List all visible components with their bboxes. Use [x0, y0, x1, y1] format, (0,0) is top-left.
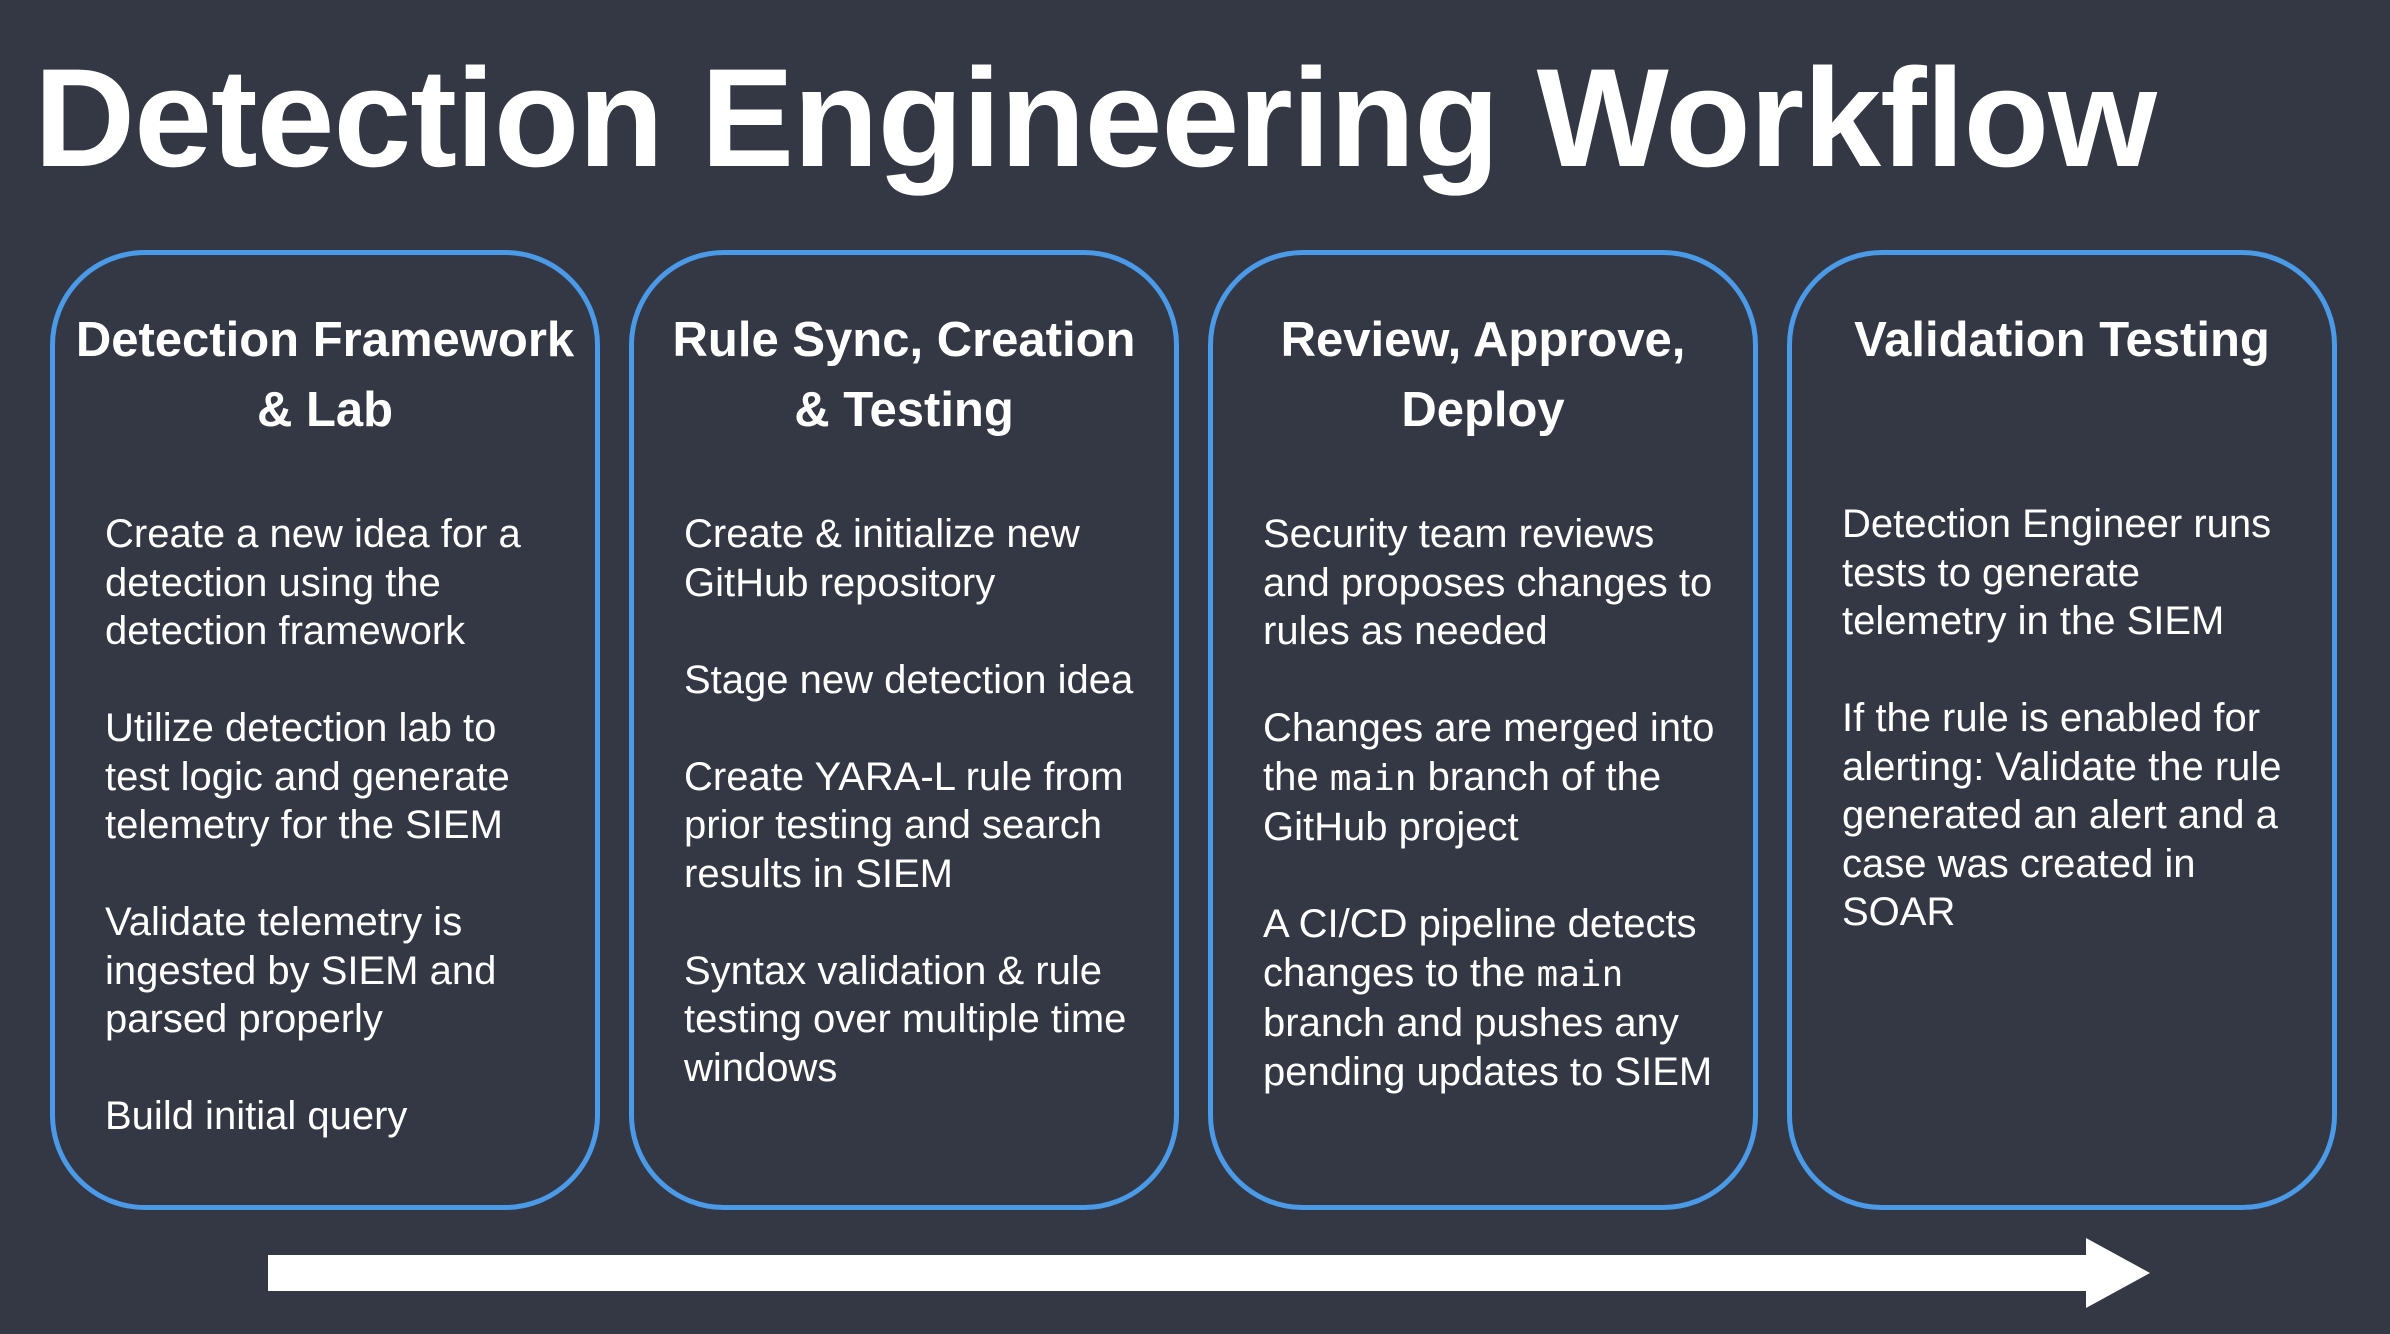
stage-item: Changes are merged into the main branch …: [1263, 704, 1725, 852]
stage-item: Security team reviews and proposes chang…: [1263, 512, 1713, 653]
stage-item: Stage new detection idea: [684, 657, 1134, 702]
stage-heading: Rule Sync, Creation & Testing: [672, 313, 1136, 437]
stage-body: Create & initialize new GitHub repositor…: [684, 510, 1146, 1141]
code-term: main: [1329, 757, 1417, 799]
page-title: Detection Engineering Workflow: [34, 39, 2157, 196]
stage-item: Create & initialize new GitHub repositor…: [684, 512, 1080, 605]
stage-item-text: branch and pushes any pending updates to…: [1263, 1001, 1713, 1094]
code-term: main: [1536, 953, 1624, 995]
stage-item: Syntax validation & rule testing over mu…: [684, 948, 1127, 1090]
stage-item: If the rule is enabled for alerting: Val…: [1842, 696, 2282, 934]
stage-card-detection-framework: Detection Framework & Lab Create a new i…: [50, 250, 600, 1210]
stage-item-text: A CI/CD pipeline detects changes to the: [1263, 902, 1697, 995]
stage-item: Create YARA-L rule from prior testing an…: [684, 754, 1124, 896]
stage-item-text: Changes are merged into the: [1263, 706, 1715, 799]
stage-heading: Detection Framework & Lab: [75, 313, 575, 437]
stage-item: Detection Engineer runs tests to generat…: [1842, 502, 2272, 643]
stage-item: A CI/CD pipeline detects changes to the …: [1263, 900, 1725, 1096]
flow-arrow-icon: [268, 1238, 2150, 1308]
stage-card-validation-testing: Validation Testing Detection Engineer ru…: [1787, 250, 2337, 1210]
stage-item: Create a new idea for a detection using …: [105, 512, 521, 653]
stage-heading: Review, Approve, Deploy: [1280, 313, 1686, 437]
stage-item: Validate telemetry is ingested by SIEM a…: [105, 900, 497, 1041]
stage-card-review-approve-deploy: Review, Approve, Deploy Security team re…: [1208, 250, 1758, 1210]
stage-card-rule-sync: Rule Sync, Creation & Testing Create & i…: [629, 250, 1179, 1210]
stage-heading: Validation Testing: [1854, 313, 2270, 367]
stage-body: Security team reviews and proposes chang…: [1263, 510, 1725, 1145]
stage-body: Create a new idea for a detection using …: [105, 510, 567, 1189]
stage-item-text: branch of the GitHub project: [1263, 754, 1662, 850]
stage-item: Build initial query: [105, 1094, 408, 1138]
stage-item: Utilize detection lab to test logic and …: [105, 706, 510, 847]
stage-body: Detection Engineer runs tests to generat…: [1842, 500, 2304, 985]
